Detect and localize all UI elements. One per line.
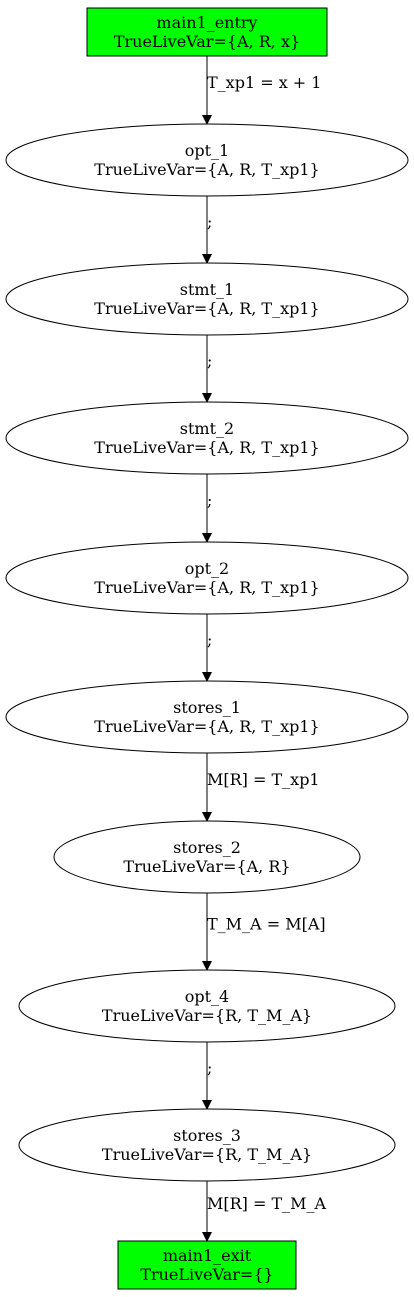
node-ellipse <box>53 820 361 894</box>
node-ellipse <box>5 262 409 336</box>
node-name: opt_2 <box>185 559 229 578</box>
node-ellipse <box>5 401 409 475</box>
node-name: stores_3 <box>173 1126 241 1145</box>
node-name: stores_2 <box>173 838 241 857</box>
node-live-vars: TrueLiveVar={} <box>140 1265 273 1284</box>
node-live-vars: TrueLiveVar={A, R} <box>123 857 290 876</box>
edge-label: T_xp1 = x + 1 <box>207 73 321 92</box>
edge-stores-3-to-main1-exit: M[R] = T_M_A <box>202 1181 327 1242</box>
edge-opt-2-to-stores-1: ; <box>202 614 212 682</box>
node-ellipse <box>18 969 396 1043</box>
node-name: opt_4 <box>185 987 229 1006</box>
edge-stores-2-to-opt-4: T_M_A = M[A] <box>202 893 326 971</box>
node-name: stores_1 <box>173 698 241 717</box>
node-live-vars: TrueLiveVar={A, R, T_xp1} <box>94 717 319 736</box>
edge-label: ; <box>207 631 212 650</box>
node-ellipse <box>5 541 409 615</box>
edge-label: ; <box>207 213 212 232</box>
node-name: main1_entry <box>156 13 257 32</box>
edge-stores-1-to-stores-2: M[R] = T_xp1 <box>202 753 320 822</box>
node-name: stmt_1 <box>180 280 234 299</box>
edge-label: M[R] = T_xp1 <box>207 770 320 789</box>
edge-main1-entry-to-opt-1: T_xp1 = x + 1 <box>202 56 321 125</box>
edge-stmt-2-to-opt-2: ; <box>202 474 212 543</box>
node-ellipse <box>18 1108 396 1182</box>
node-live-vars: TrueLiveVar={A, R, x} <box>114 32 300 51</box>
node-box <box>117 1240 297 1290</box>
node-live-vars: TrueLiveVar={A, R, T_xp1} <box>94 160 319 179</box>
node-ellipse <box>5 680 409 754</box>
edge-label: M[R] = T_M_A <box>207 1194 327 1213</box>
node-box <box>86 7 328 57</box>
edge-opt-4-to-stores-3: ; <box>202 1042 212 1110</box>
node-live-vars: TrueLiveVar={R, T_M_A} <box>102 1006 312 1025</box>
edge-label: T_M_A = M[A] <box>207 915 326 934</box>
node-live-vars: TrueLiveVar={R, T_M_A} <box>102 1145 312 1164</box>
edge-opt-1-to-stmt-1: ; <box>202 196 212 264</box>
node-name: stmt_2 <box>180 419 234 438</box>
node-live-vars: TrueLiveVar={A, R, T_xp1} <box>94 438 319 457</box>
node-ellipse <box>5 123 409 197</box>
node-name: main1_exit <box>163 1246 252 1265</box>
edge-label: ; <box>207 491 212 510</box>
edge-label: ; <box>207 1059 212 1078</box>
edge-stmt-1-to-stmt-2: ; <box>202 335 212 403</box>
node-live-vars: TrueLiveVar={A, R, T_xp1} <box>94 299 319 318</box>
edge-label: ; <box>207 352 212 371</box>
node-live-vars: TrueLiveVar={A, R, T_xp1} <box>94 578 319 597</box>
node-name: opt_1 <box>185 141 229 160</box>
